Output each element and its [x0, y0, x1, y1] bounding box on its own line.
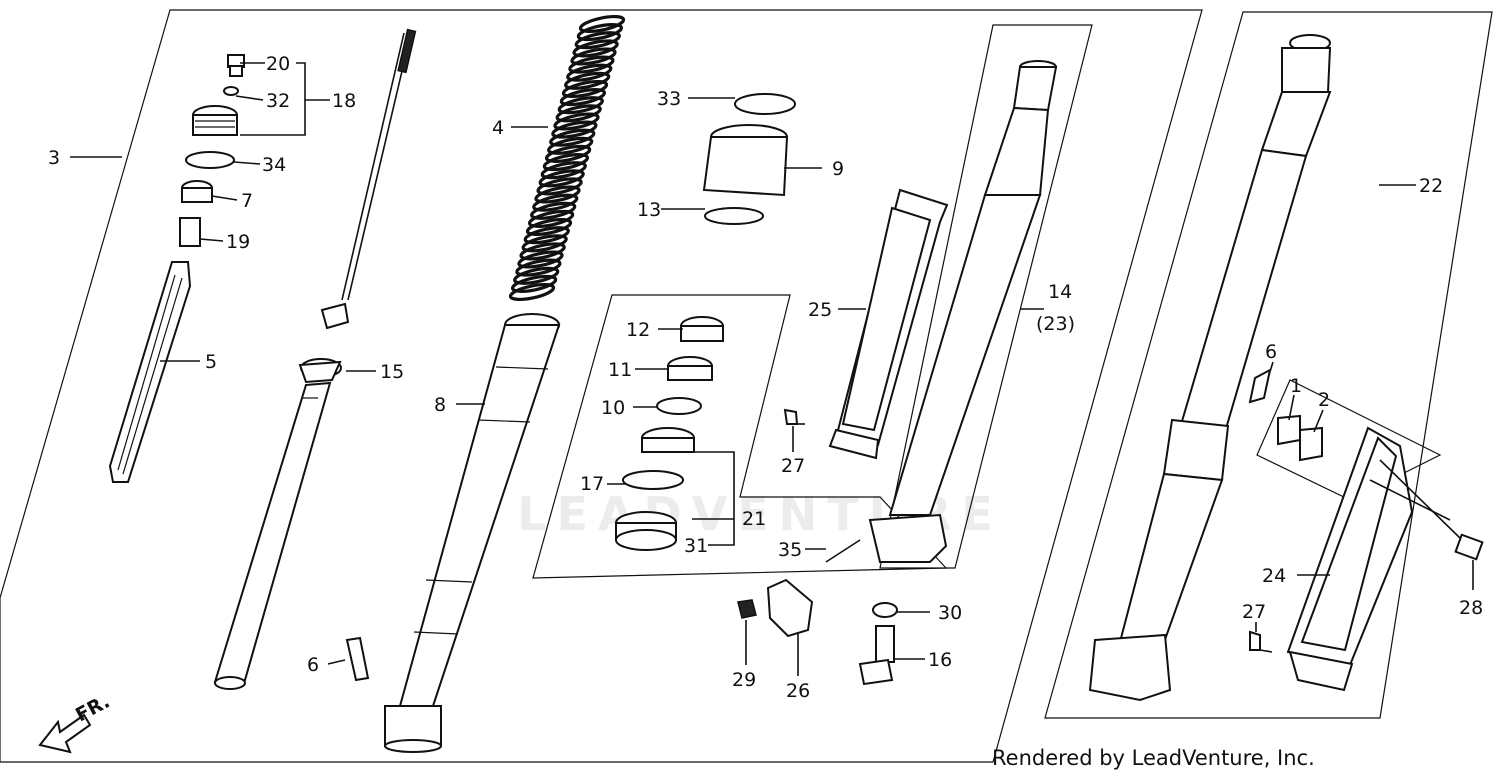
- callout-22: 22: [1419, 175, 1443, 197]
- spring-coil: [557, 96, 604, 115]
- front-direction-arrow-icon: [38, 713, 92, 754]
- spring-coil: [542, 153, 590, 172]
- callout-2: 2: [1318, 389, 1330, 411]
- spring-coil: [534, 185, 581, 204]
- spring-coil: [574, 31, 621, 50]
- spring-coil: [521, 234, 568, 253]
- callout-35: 35: [778, 539, 802, 561]
- seal-kit-parts: [615, 93, 796, 551]
- callout-7: 7: [241, 190, 253, 212]
- top-cap-parts: [179, 54, 245, 247]
- callout-24: 24: [1262, 565, 1286, 587]
- spring-coil: [566, 63, 613, 82]
- spring-coil: [547, 136, 594, 155]
- small-parts: [737, 408, 898, 686]
- callout-17: 17: [580, 473, 604, 495]
- spring-coil: [549, 128, 596, 147]
- callout-23: (23): [1036, 313, 1075, 335]
- spring-coil: [525, 217, 573, 237]
- right-fork-guard: [1249, 426, 1484, 692]
- spring-coil: [572, 39, 619, 58]
- spring-coil: [553, 112, 600, 131]
- callout-26: 26: [786, 680, 810, 702]
- callout-19: 19: [226, 231, 250, 253]
- fork-spring: [508, 14, 626, 302]
- spring-coil: [519, 242, 566, 261]
- spring-coil: [568, 55, 615, 74]
- callout-3: 3: [48, 147, 60, 169]
- spring-coil: [513, 266, 560, 285]
- spring-coil: [544, 144, 592, 163]
- callout-34: 34: [262, 154, 286, 176]
- callout-29: 29: [732, 669, 756, 691]
- callout-31: 31: [684, 535, 708, 557]
- spring-coil: [561, 79, 609, 99]
- callout-1: 1: [1290, 375, 1302, 397]
- right-assembly-frame: [1044, 11, 1493, 719]
- spring-coil: [510, 274, 558, 293]
- spring-coil: [530, 201, 577, 220]
- spring-coil: [540, 161, 587, 180]
- callout-12: 12: [626, 319, 650, 341]
- outer-tube-frame: [879, 24, 1093, 569]
- spring-coil: [515, 258, 562, 277]
- spring-coil: [538, 169, 585, 188]
- fork-guard: [828, 188, 949, 460]
- left-assembly-frame: [0, 9, 1203, 763]
- callout-33: 33: [657, 88, 681, 110]
- spring-coil: [559, 88, 607, 107]
- callout-13: 13: [637, 199, 661, 221]
- seal-kit-frame: [532, 294, 948, 579]
- callout-30: 30: [938, 602, 962, 624]
- callout-11: 11: [608, 359, 632, 381]
- callout-6-right: 6: [1265, 341, 1277, 363]
- callout-6-left: 6: [307, 654, 319, 676]
- callout-9: 9: [832, 158, 844, 180]
- callout-4: 4: [492, 117, 504, 139]
- spring-coil: [508, 282, 556, 302]
- callout-14: 14: [1048, 281, 1072, 303]
- callout-18: 18: [332, 90, 356, 112]
- callout-10: 10: [601, 397, 625, 419]
- spring-coil: [576, 23, 624, 42]
- callout-25: 25: [808, 299, 832, 321]
- damper-rod: [213, 28, 417, 690]
- spring-coil: [517, 250, 564, 269]
- spring-coil: [578, 14, 626, 34]
- callout-32: 32: [266, 90, 290, 112]
- outer-tube: [868, 60, 1058, 563]
- callout-5: 5: [205, 351, 217, 373]
- callout-21: 21: [742, 508, 766, 530]
- callout-27-center: 27: [781, 455, 805, 477]
- assembled-fork: [1088, 34, 1332, 702]
- spring-coil: [551, 120, 598, 139]
- spring-coil: [564, 71, 611, 90]
- callout-8: 8: [434, 394, 446, 416]
- leader-lines: [70, 62, 1474, 676]
- callout-20: 20: [266, 53, 290, 75]
- rebound-bladder: [108, 261, 192, 483]
- callout-16: 16: [928, 649, 952, 671]
- inner-tube: [384, 313, 561, 753]
- spring-coil: [536, 177, 583, 196]
- callout-28: 28: [1459, 597, 1483, 619]
- spring-coil: [523, 226, 570, 245]
- spring-coil: [555, 104, 602, 123]
- spring-coil: [570, 47, 617, 66]
- spring-coil: [532, 193, 579, 212]
- credit-text: Rendered by LeadVenture, Inc.: [992, 746, 1315, 770]
- collar-piece: [345, 636, 370, 682]
- callout-27-right: 27: [1242, 601, 1266, 623]
- callout-15: 15: [380, 361, 404, 383]
- spring-coil: [527, 209, 575, 228]
